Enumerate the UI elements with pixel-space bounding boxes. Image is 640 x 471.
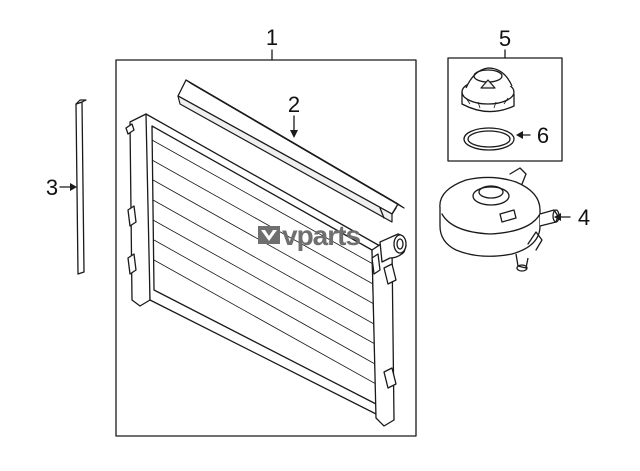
- callout-2: 2: [288, 92, 300, 117]
- callout-4: 4: [578, 205, 590, 230]
- radiator: [125, 113, 407, 427]
- vparts-watermark: vparts: [258, 220, 361, 251]
- callout-2-arrow: [290, 130, 298, 138]
- callout-5: 5: [499, 26, 511, 51]
- radiator-seal-strip: [177, 79, 405, 223]
- coolant-expansion-tank: [439, 167, 560, 272]
- callout-3: 3: [46, 175, 58, 200]
- side-seal: [75, 99, 87, 275]
- callout-1: 1: [266, 25, 278, 50]
- vparts-logo-icon: [258, 226, 280, 244]
- callout-3-arrow: [70, 183, 77, 191]
- radiator-group-box: [115, 59, 417, 437]
- callout-6: 6: [537, 123, 549, 148]
- watermark-text: vparts: [282, 220, 360, 251]
- expansion-tank-cap: [461, 67, 515, 113]
- cap-o-ring: [463, 127, 515, 151]
- callout-6-arrow: [516, 131, 523, 139]
- callout-4-arrow: [554, 213, 561, 221]
